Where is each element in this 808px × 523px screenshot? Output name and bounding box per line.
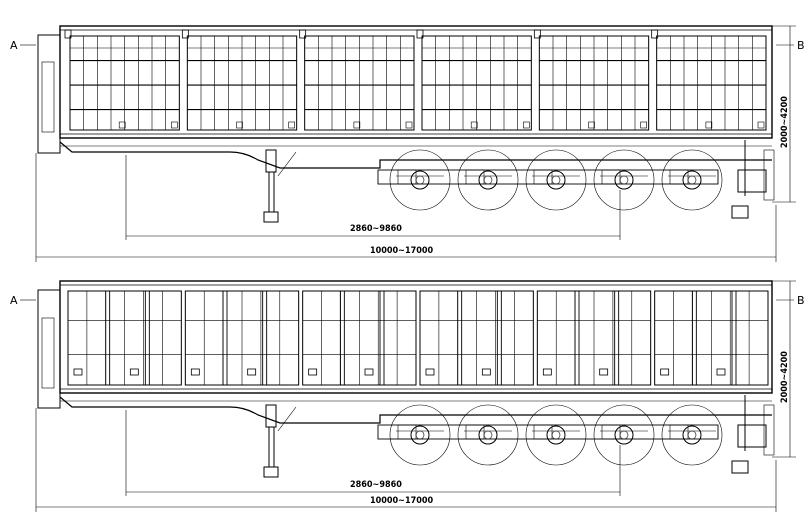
height-label-bottom: 2000~4200: [780, 351, 790, 403]
wheel-tire: [525, 404, 587, 466]
cargo-body-bottom: [59, 280, 773, 394]
section-mark-a-top: A: [10, 39, 18, 52]
height-label-top: 2000~4200: [780, 96, 790, 148]
side-panels-top: [64, 29, 767, 131]
wheelbase-label-bottom: 2860~9860: [350, 480, 402, 490]
rear-bumper-bottom: [731, 395, 775, 474]
landing-gear-bottom: [263, 404, 297, 478]
front-headboard-bottom: [37, 289, 61, 409]
side-panel-top: [181, 29, 298, 131]
side-panels-bottom: [67, 290, 769, 386]
front-headboard-top: [37, 34, 61, 154]
wheel-tire: [457, 404, 519, 466]
wheelbase-label-top: 2860~9860: [350, 224, 402, 234]
wheel-tire: [389, 404, 451, 466]
side-panel-bottom: [654, 290, 769, 386]
dim-wheelbase-top: 2860~9860: [125, 155, 621, 240]
section-mark-b-top: B: [797, 39, 805, 52]
dim-length-bottom: 10000~17000: [35, 408, 777, 512]
wheel-tire: [593, 149, 655, 211]
wheel-tire: [389, 149, 451, 211]
side-panel-top: [651, 29, 767, 131]
wheel-tire: [457, 149, 519, 211]
side-panel-top: [299, 29, 415, 131]
side-panel-bottom: [536, 290, 652, 386]
section-mark-a-bottom: A: [10, 294, 18, 307]
dim-height-top: 2000~4200: [772, 25, 796, 203]
side-panel-top: [533, 29, 650, 131]
wheel-tire: [525, 149, 587, 211]
length-label-top: 10000~17000: [370, 246, 433, 256]
length-label-bottom: 10000~17000: [370, 496, 433, 506]
landing-gear-top: [263, 149, 297, 223]
wheel-tire: [661, 149, 723, 211]
side-panel-bottom: [302, 290, 417, 386]
bottom-trailer-view: A B 2000~4200: [10, 280, 805, 512]
cargo-body-top: [59, 25, 773, 139]
dim-length-top: 10000~17000: [35, 153, 777, 262]
side-panel-top: [416, 29, 532, 131]
chassis-frame-top: [59, 141, 772, 169]
side-panel-bottom: [419, 290, 534, 386]
front-ladder-top: [41, 61, 55, 133]
wheel-tire: [661, 404, 723, 466]
wheel-tire: [593, 404, 655, 466]
chassis-frame-bottom: [59, 396, 772, 424]
wheel-set-bottom: [389, 404, 723, 466]
rear-bumper-top: [731, 140, 775, 219]
side-panel-bottom: [184, 290, 300, 386]
side-panel-top: [64, 29, 180, 131]
side-panel-bottom: [67, 290, 182, 386]
section-mark-b-bottom: B: [797, 294, 805, 307]
dim-height-bottom: 2000~4200: [772, 280, 796, 458]
top-trailer-view: A B: [10, 25, 805, 262]
dim-wheelbase-bottom: 2860~9860: [125, 410, 621, 496]
wheel-set-top: [389, 149, 723, 211]
